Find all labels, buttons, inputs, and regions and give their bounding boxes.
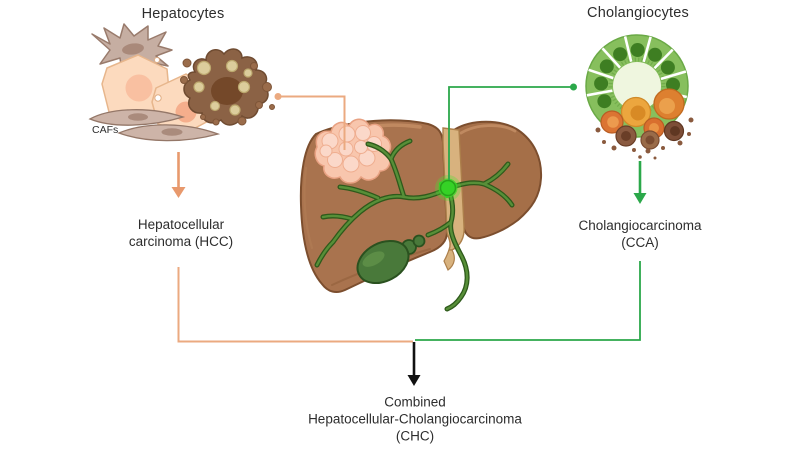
cholangiocarcinoma-cells — [595, 88, 694, 160]
hepatocytes-title: Hepatocytes — [141, 5, 225, 22]
combined-chc-arrow — [407, 342, 421, 386]
cca-to-chc-path — [415, 261, 641, 341]
hepatocytes-illustration — [88, 23, 275, 142]
tumor-satellite-dots — [180, 58, 275, 126]
hcc-origin-connector — [274, 93, 346, 150]
hcc-tumor-mass — [314, 118, 392, 184]
liver-highlight-left — [303, 166, 314, 250]
tumor-speckle-dots — [595, 117, 694, 160]
cholangiocytes-to-cca-arrow — [633, 161, 647, 204]
cca-label: Cholangiocarcinoma (CCA) — [578, 218, 702, 250]
bile-duct-tree — [314, 138, 515, 312]
ligament-tail — [443, 249, 455, 271]
cholangiocytes-illustration — [585, 34, 694, 160]
cafs-label: CAFs — [92, 124, 119, 136]
cca-tumor-glow — [435, 175, 461, 201]
cholangiocytes-title: Cholangiocytes — [587, 4, 689, 21]
cca-origin-connector — [448, 83, 577, 180]
hepatocytes-to-hcc-arrow — [171, 152, 186, 198]
hcc-to-chc-path — [177, 267, 413, 343]
hepatocyte-tumor-cluster — [180, 48, 275, 126]
gallbladder — [356, 234, 426, 285]
liver-highlight-right — [459, 124, 517, 135]
liver-right-lobe — [452, 120, 543, 240]
hcc-label: Hepatocellular carcinoma (HCC) — [128, 217, 234, 249]
caf-cells — [88, 109, 221, 142]
chc-label: Combined Hepatocellular-Cholangiocarcino… — [308, 394, 522, 444]
liver-illustration — [299, 118, 543, 312]
